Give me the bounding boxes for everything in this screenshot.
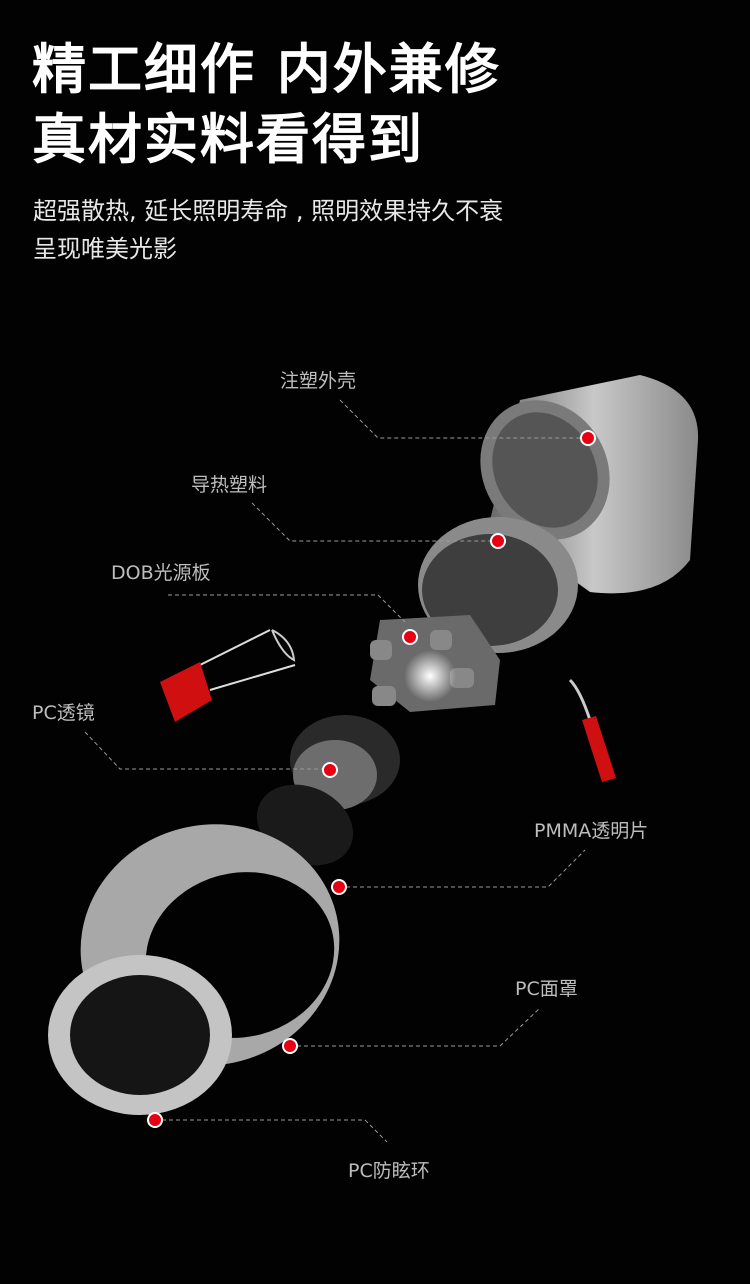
marker-anti-glare-ring: [147, 1112, 163, 1128]
marker-dob-board: [402, 629, 418, 645]
label-pc-lens: PC透镜: [32, 702, 95, 724]
marker-thermal-plastic: [490, 533, 506, 549]
dob-board-part: [370, 615, 500, 712]
headline-line2: 真材实料看得到: [32, 108, 424, 171]
marker-pc-lens: [322, 762, 338, 778]
label-pc-face-cover: PC面罩: [515, 978, 578, 1000]
label-anti-glare-ring: PC防眩环: [348, 1160, 430, 1182]
spring-clip-left: [160, 629, 296, 722]
leader-lines: [84, 399, 588, 1143]
label-pmma-sheet: PMMA透明片: [534, 820, 649, 842]
marker-housing: [580, 430, 596, 446]
anti-glare-ring-part: [48, 955, 232, 1115]
marker-pc-face-cover: [282, 1038, 298, 1054]
label-housing: 注塑外壳: [280, 370, 357, 392]
subtitle-line1: 超强散热, 延长照明寿命 , 照明效果持久不衰: [33, 197, 504, 225]
headline-line1: 精工细作 内外兼修: [32, 38, 501, 101]
spring-clip-right: [568, 678, 616, 782]
label-dob-board: DOB光源板: [111, 562, 211, 584]
label-thermal-plastic: 导热塑料: [191, 474, 268, 496]
marker-pmma-sheet: [331, 879, 347, 895]
subtitle-line2: 呈现唯美光影: [33, 235, 177, 263]
